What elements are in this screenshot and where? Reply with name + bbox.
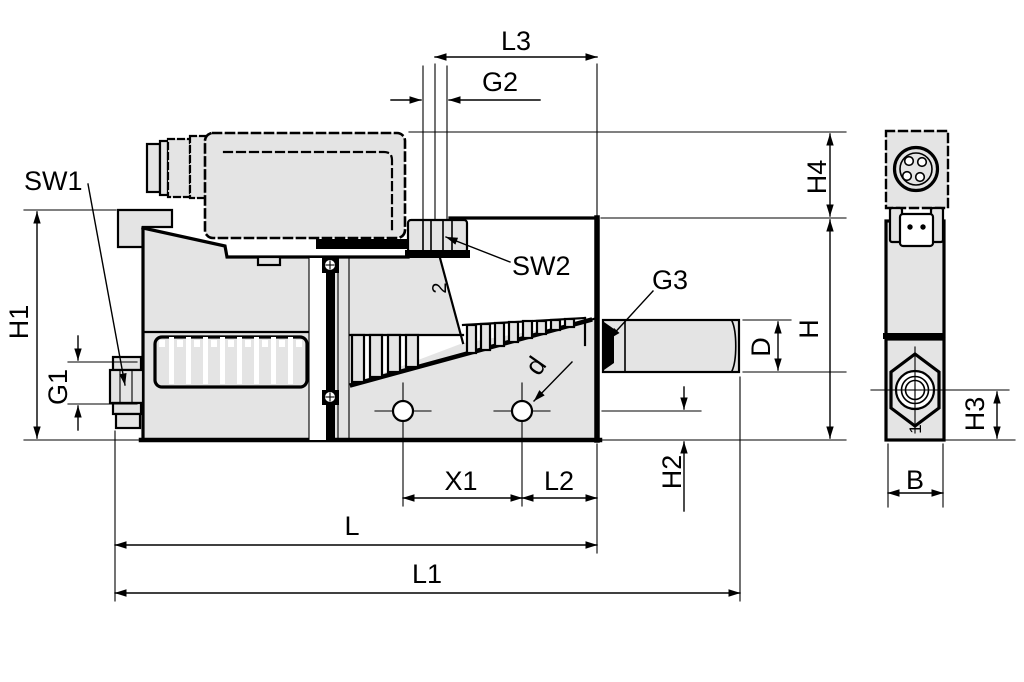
silencer-tabs-slope <box>461 316 587 355</box>
dimension-G3: G3 <box>608 265 688 340</box>
connector-housing-inner-line <box>222 150 394 234</box>
connector-pin <box>914 171 926 183</box>
mounting-hole-left <box>391 399 415 423</box>
cable-gland-step1 <box>145 142 162 194</box>
m12-connector-face <box>892 145 940 193</box>
fin-block <box>153 335 309 389</box>
silencer-fins-left <box>153 335 309 389</box>
dimension-L2: L2 <box>521 443 598 554</box>
body-slope-end <box>588 316 599 322</box>
dim-label-g2: G2 <box>482 67 518 97</box>
left-port-fitting <box>108 355 145 430</box>
cable-gland-step2 <box>158 139 170 197</box>
dim-label-g1: G1 <box>43 369 73 405</box>
fin-slots <box>159 337 302 384</box>
dim-label-l: L <box>344 511 359 541</box>
dimension-SW2: SW2 <box>445 236 571 281</box>
connector-pin <box>916 156 928 168</box>
dim-label-h: H <box>794 319 824 339</box>
fitting-base <box>405 250 470 258</box>
nipple-end-arc <box>730 319 737 373</box>
dim-label-D: D <box>746 337 776 357</box>
side-separator-band <box>883 333 945 339</box>
dim-label-g3: G3 <box>652 265 688 295</box>
top-notch <box>256 255 282 267</box>
dimensions: L3 G2 SW1 H1 G1 <box>4 26 1016 602</box>
mounting-hole-right <box>510 399 534 423</box>
top-port-fitting <box>405 218 470 258</box>
mounting-holes <box>374 382 551 507</box>
thread-chamfer <box>604 322 614 370</box>
plug-connector-dashed <box>145 131 407 249</box>
dimension-SW1: SW1 <box>24 166 127 386</box>
dimension-L: L <box>114 430 598 602</box>
connector-pin <box>903 155 915 167</box>
dim-label-l3: L3 <box>501 26 531 56</box>
body-top-edge-left <box>141 226 410 259</box>
port-2-marking: 2 <box>429 282 451 293</box>
silencer-tabs-middle <box>348 333 465 384</box>
dimension-H2: H2 <box>601 386 702 512</box>
dimension-H4: H4 <box>408 131 847 217</box>
dimension-G1: G1 <box>43 335 138 431</box>
cable-gland-step4 <box>188 134 208 200</box>
connector-pin <box>901 170 913 182</box>
dimension-L1: L1 <box>114 376 741 602</box>
dim-label-sw2: SW2 <box>512 251 571 281</box>
dimension-H1: H1 <box>4 209 141 441</box>
dim-label-h4: H4 <box>802 160 832 195</box>
dim-label-h3: H3 <box>960 397 990 432</box>
dimension-H: H <box>600 217 847 441</box>
screw-bottom <box>322 390 339 405</box>
dimension-H3: H3 <box>945 391 1016 441</box>
cable-gland-step3 <box>166 137 192 199</box>
dim-label-h1: H1 <box>4 305 34 340</box>
dimension-G2: G2 <box>390 67 541 104</box>
dim-label-sw1: SW1 <box>24 166 83 196</box>
dim-label-h2: H2 <box>657 455 687 490</box>
screw-top <box>322 258 339 273</box>
body-inner-diagonal <box>438 256 465 345</box>
port-1-marking: 1 <box>906 424 925 433</box>
divider-gap <box>309 258 326 440</box>
dim-label-l1: L1 <box>412 559 442 589</box>
front-view: 2 <box>108 131 741 507</box>
dimension-D: D <box>742 319 847 373</box>
outlet-nipple <box>601 318 741 374</box>
dimension-B: B <box>887 443 944 508</box>
dimension-X1: X1 <box>402 466 523 502</box>
dim-label-l2: L2 <box>544 466 574 496</box>
dim-label-b: B <box>906 465 924 495</box>
connector-housing-outline <box>203 131 407 240</box>
divider-bar <box>326 258 335 440</box>
side-socket-bracket <box>888 206 945 248</box>
dimension-L3: L3 <box>422 26 598 220</box>
dim-label-x1: X1 <box>444 466 477 496</box>
side-view: 1 <box>870 129 1010 442</box>
